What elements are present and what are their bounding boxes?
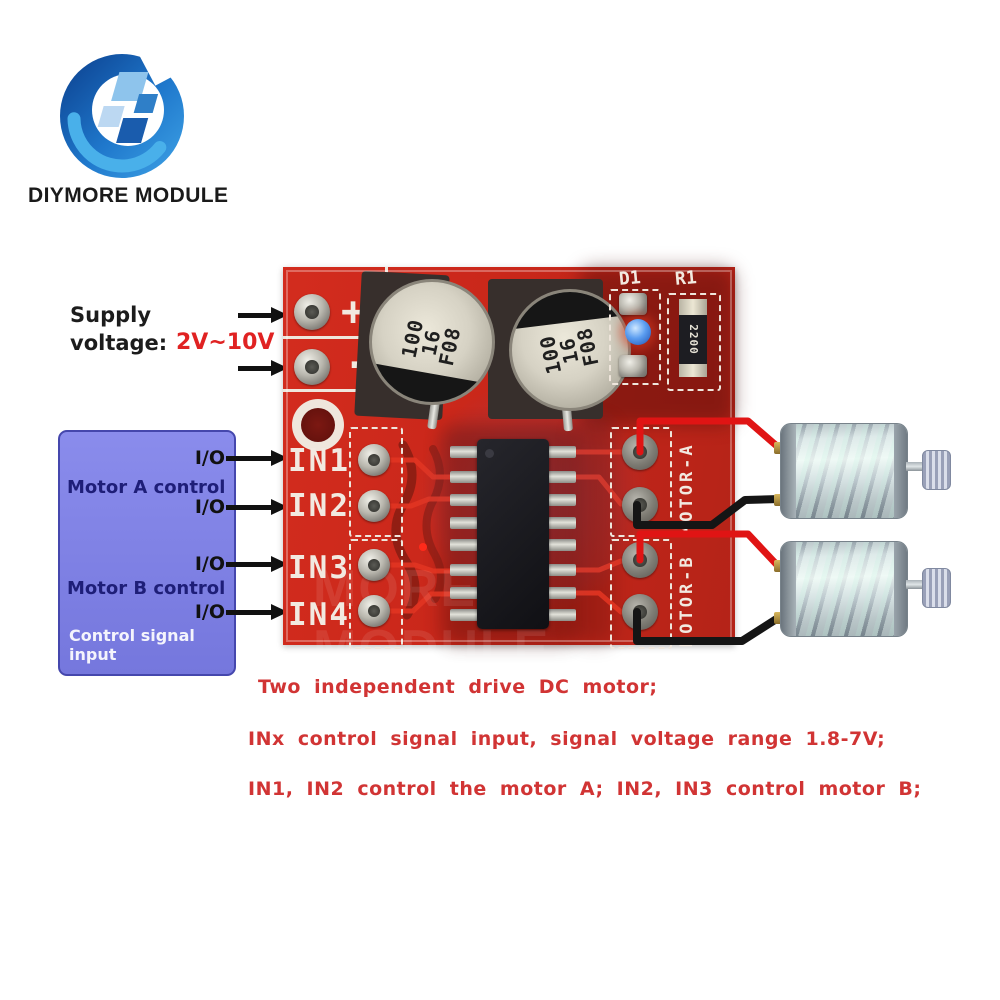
electrolytic-capacitor-a: 100 16 F08 — [369, 279, 495, 405]
dc-motor-b — [768, 536, 954, 640]
ic-pin — [548, 517, 576, 529]
power-minus-pad — [294, 349, 330, 385]
ic-pin — [450, 471, 478, 483]
ic-pin — [548, 471, 576, 483]
control-signal-box: I/O I/O I/O I/O Motor A control Motor B … — [58, 430, 236, 676]
power-plus-pad — [294, 294, 330, 330]
feature-line-2: INx control signal input, signal voltage… — [248, 728, 886, 750]
diode-pad — [619, 293, 647, 315]
io-label-3: I/O — [194, 553, 225, 575]
ic-pin — [450, 564, 478, 576]
motor-b-black-wire — [633, 608, 782, 645]
ic-pin — [548, 494, 576, 506]
diymore-logo-icon — [60, 40, 206, 178]
io-label-2: I/O — [194, 496, 225, 518]
in3-pad — [358, 549, 390, 581]
ic-pin — [450, 539, 478, 551]
motor-body — [780, 423, 908, 519]
ic-pin — [548, 564, 576, 576]
ic-pin — [548, 587, 576, 599]
pin-label-in4: IN4 — [288, 597, 350, 633]
in4-pad — [358, 595, 390, 627]
diode-courtyard — [609, 289, 661, 385]
motor-eccentric-weight — [922, 450, 951, 490]
led-d1 — [625, 319, 651, 345]
feature-line-3: IN1, IN2 control the motor A; IN2, IN3 c… — [248, 778, 922, 800]
pcb-traces — [371, 368, 625, 620]
input-header-outline — [349, 427, 403, 537]
io-label-4: I/O — [194, 601, 225, 623]
pin-label-in1: IN1 — [288, 443, 350, 479]
input-header-outline — [349, 539, 403, 649]
control-box-caption: Control signal input — [69, 626, 195, 664]
ic-pin — [548, 539, 576, 551]
motor-b-red-wire — [636, 530, 782, 570]
silkscreen-line — [283, 389, 387, 392]
motor-shaft — [906, 462, 924, 471]
motor-a-control-label: Motor A control — [67, 477, 226, 498]
ic-pin — [548, 609, 576, 621]
motor-a-red-wire — [636, 417, 782, 456]
resistor-courtyard — [667, 293, 721, 391]
watermark-text: MORE MODULE — [313, 560, 551, 678]
pcb-shading — [573, 419, 615, 645]
ic-pin — [548, 446, 576, 458]
supply-label-line1: Supply — [70, 303, 152, 327]
ic-pin — [450, 446, 478, 458]
mounting-hole — [292, 399, 344, 451]
pin-label-in3: IN3 — [288, 550, 350, 586]
motor-body — [780, 541, 908, 637]
pin-label-in2: IN2 — [288, 488, 350, 524]
motor-eccentric-weight — [922, 568, 951, 608]
in1-pad — [358, 444, 390, 476]
silkscreen-line — [283, 336, 387, 339]
ic-pin — [450, 494, 478, 506]
motor-a-black-wire — [633, 495, 784, 529]
motor-shaft — [906, 580, 924, 589]
dc-motor-a — [768, 418, 954, 522]
supply-label-line2: voltage: — [70, 331, 168, 355]
resistor-r1: 2200 — [679, 299, 707, 377]
brand-name: DIYMORE MODULE — [28, 184, 229, 207]
motor-b-control-label: Motor B control — [67, 578, 226, 599]
io-label-1: I/O — [194, 447, 225, 469]
ic-pin — [450, 517, 478, 529]
ic-pin — [450, 609, 478, 621]
in2-pad — [358, 490, 390, 522]
ic-pin — [450, 587, 478, 599]
driver-ic — [477, 439, 549, 629]
supply-voltage-range: 2V~10V — [176, 330, 275, 355]
feature-line-1: Two independent drive DC motor; — [258, 676, 658, 698]
diode-pad — [619, 355, 647, 377]
ic-pin1-dot — [485, 449, 494, 458]
